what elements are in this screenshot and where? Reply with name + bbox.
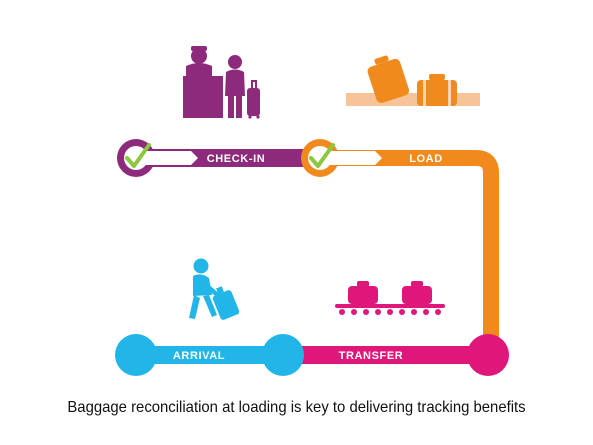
checkmark-icon [125, 143, 151, 168]
load-node [301, 139, 382, 177]
loading-luggage-icon [346, 55, 480, 106]
arrival-start-node [262, 334, 304, 376]
baggage-conveyor-icon [335, 281, 445, 315]
diagram-caption: Baggage reconciliation at loading is key… [67, 399, 526, 416]
check-in-node [117, 139, 198, 177]
checkmark-icon [309, 143, 335, 168]
arrival-end-node [115, 334, 157, 376]
traveller-with-suitcase-icon [189, 258, 240, 320]
arrival-track [136, 346, 283, 364]
transfer-track [283, 346, 491, 364]
stage-label-check-in: CHECK-IN [207, 153, 266, 165]
check-in-desk-icon [183, 46, 260, 119]
stage-label-arrival: ARRIVAL [173, 350, 225, 362]
load-track [320, 150, 499, 354]
transfer-node [467, 334, 509, 376]
stage-label-transfer: TRANSFER [339, 350, 404, 362]
stage-label-load: LOAD [409, 153, 443, 165]
